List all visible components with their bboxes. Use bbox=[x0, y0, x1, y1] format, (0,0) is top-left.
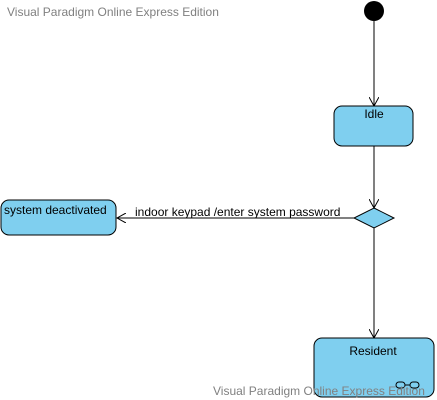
watermark-bottom: Visual Paradigm Online Express Edition bbox=[213, 384, 425, 398]
state-resident[interactable]: Resident bbox=[313, 337, 435, 398]
state-system-deactivated[interactable]: system deactivated bbox=[0, 199, 117, 236]
state-resident-label: Resident bbox=[349, 344, 397, 358]
state-system-deactivated-label: system deactivated bbox=[4, 203, 107, 217]
transition-choice-to-deactivated-label: indoor keypad /enter system password bbox=[135, 205, 340, 219]
state-idle-label: Idle bbox=[364, 107, 384, 121]
composite-state-icon bbox=[395, 381, 420, 389]
watermark-top: Visual Paradigm Online Express Edition bbox=[7, 5, 219, 19]
initial-state[interactable] bbox=[364, 1, 384, 21]
state-idle[interactable]: Idle bbox=[333, 105, 414, 147]
choice-node[interactable] bbox=[352, 207, 396, 229]
